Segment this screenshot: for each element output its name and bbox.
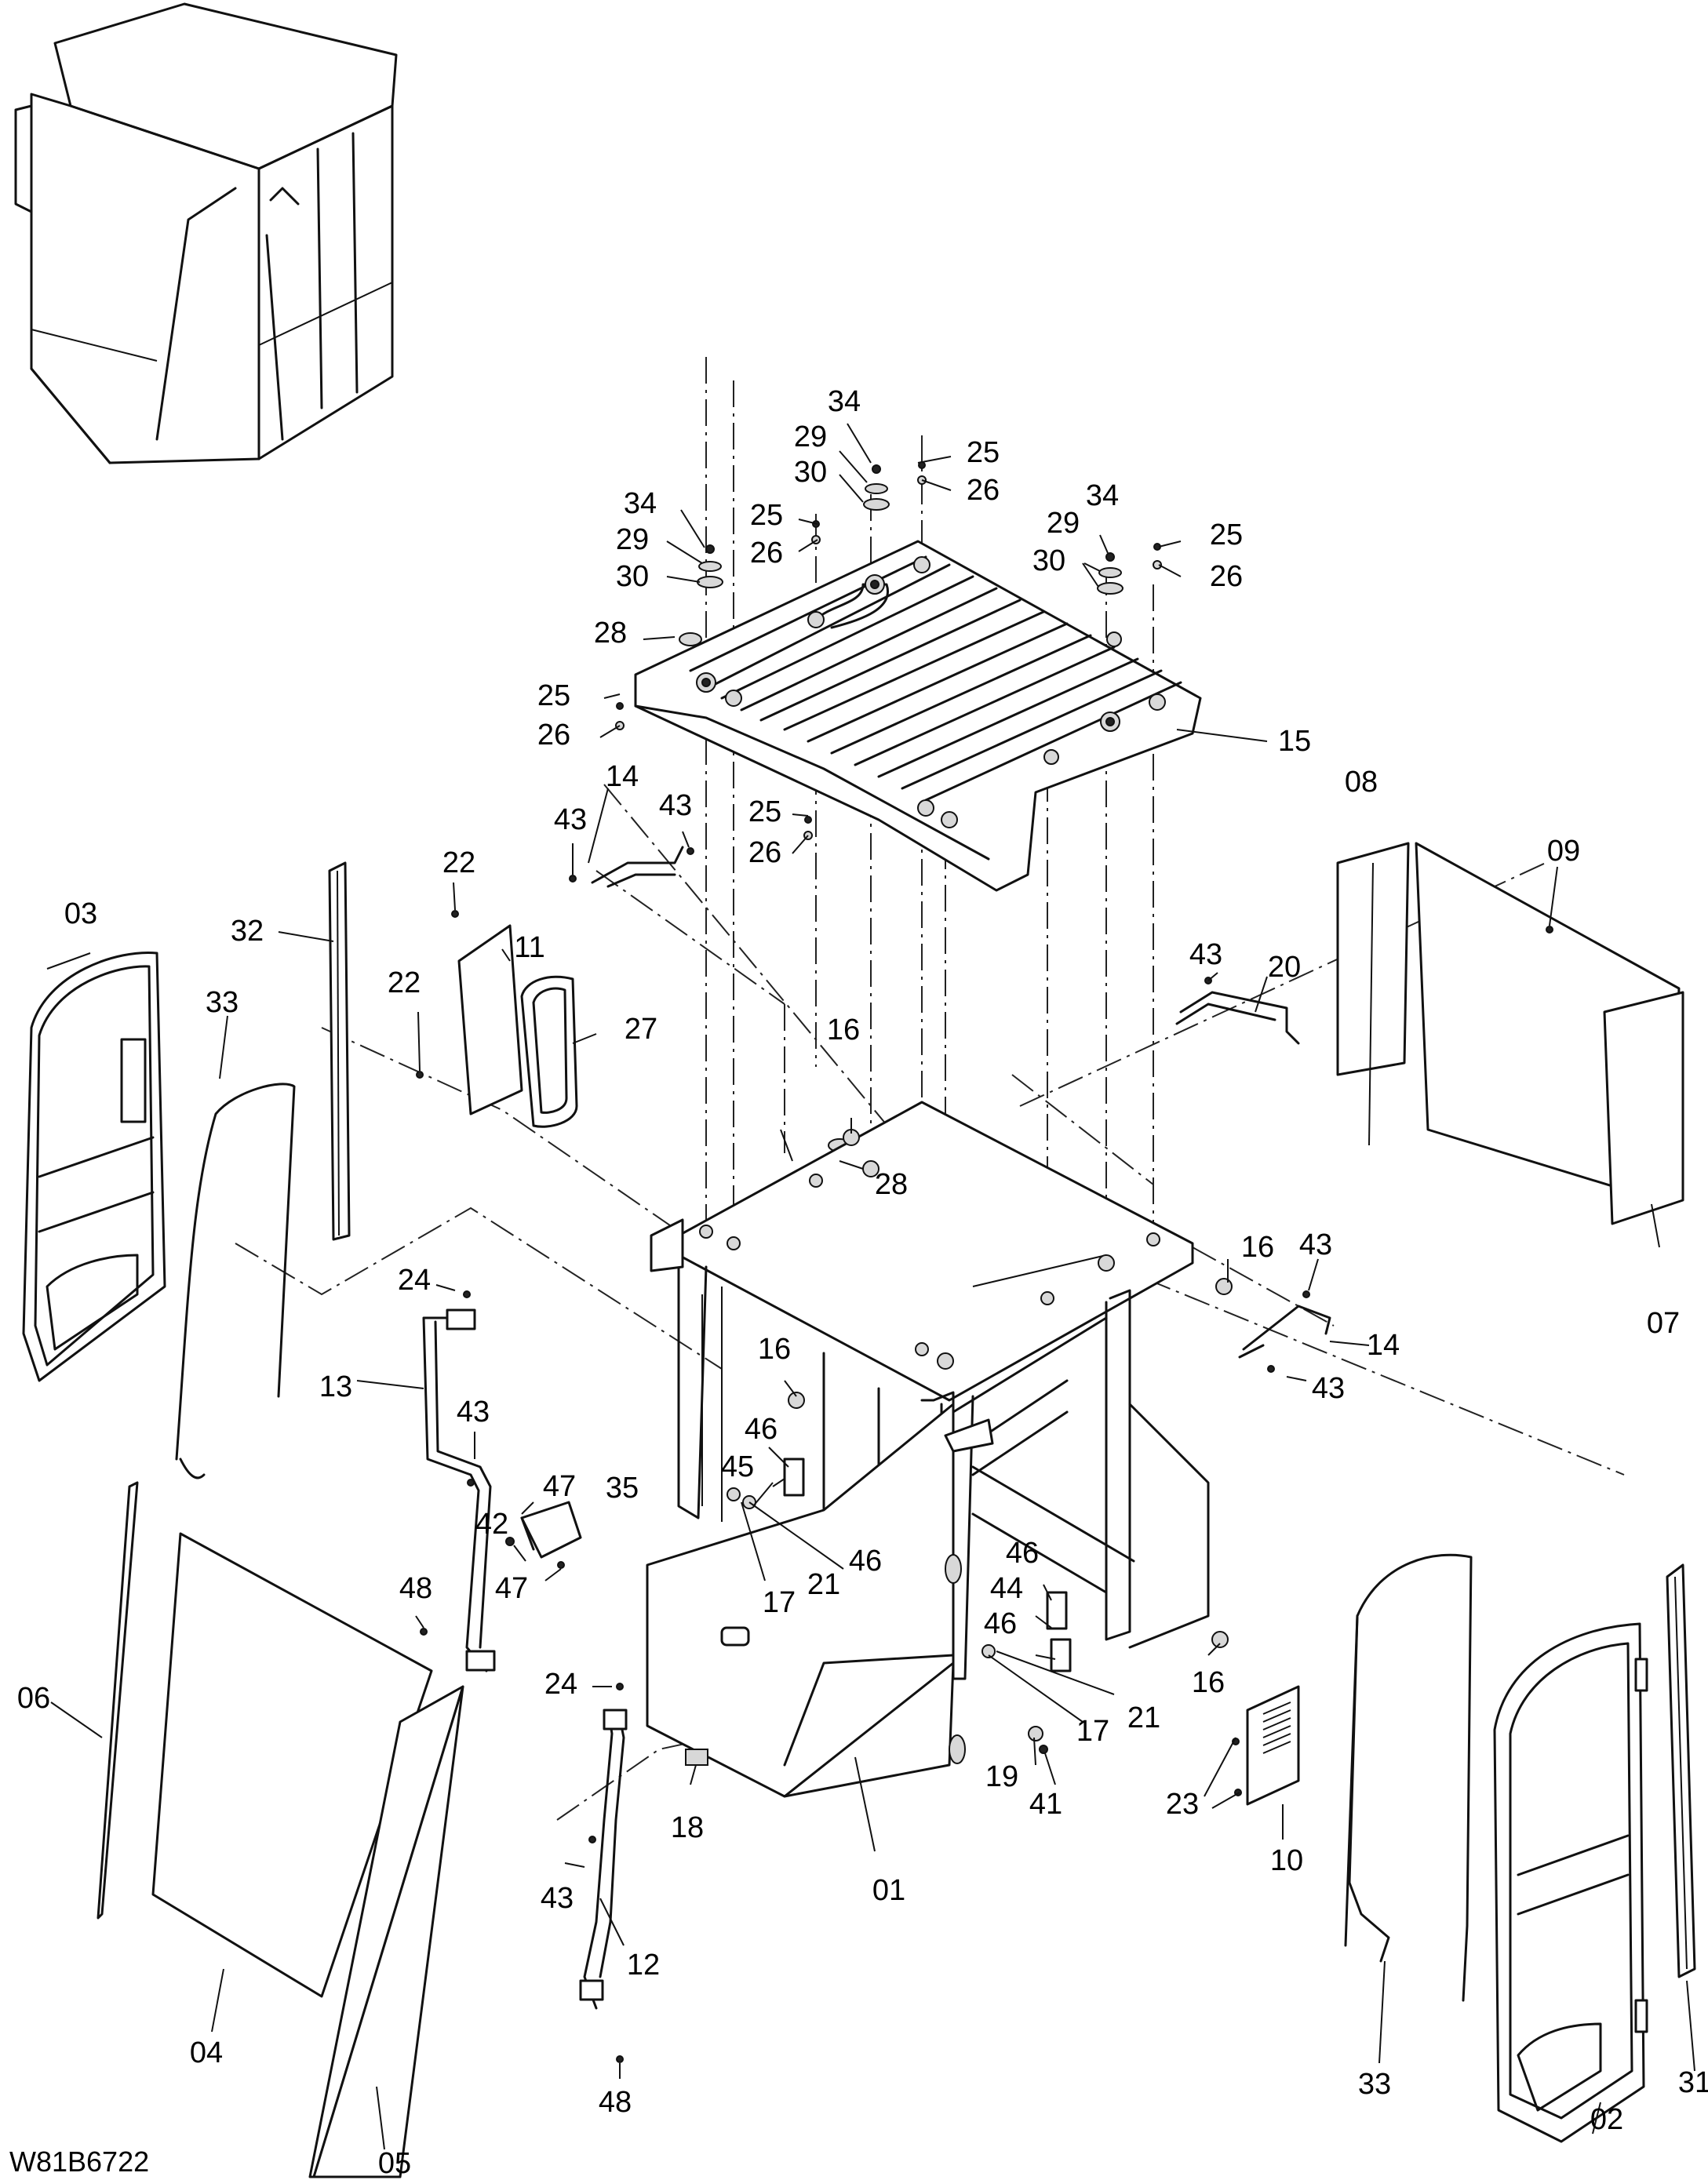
callout-06: 06 xyxy=(16,1682,51,1715)
callout-43: 43 xyxy=(658,789,693,822)
roof-panel xyxy=(634,540,1202,892)
callout-35: 35 xyxy=(605,1472,639,1505)
callout-46: 46 xyxy=(1005,1537,1040,1570)
small-window xyxy=(416,910,578,1128)
callout-26: 26 xyxy=(966,474,1000,507)
leader-lines xyxy=(46,423,1695,2150)
callout-13: 13 xyxy=(319,1370,353,1403)
callout-18: 18 xyxy=(670,1811,705,1844)
callout-31: 31 xyxy=(1677,2066,1708,2099)
callout-21: 21 xyxy=(1127,1701,1161,1734)
callout-25: 25 xyxy=(749,499,784,532)
callout-27: 27 xyxy=(624,1013,658,1046)
callout-47: 47 xyxy=(494,1572,529,1605)
callout-43: 43 xyxy=(540,1882,574,1915)
callout-19: 19 xyxy=(985,1760,1019,1793)
callout-17: 17 xyxy=(1076,1715,1110,1748)
callout-26: 26 xyxy=(537,719,571,752)
callout-16: 16 xyxy=(757,1333,792,1366)
callout-25: 25 xyxy=(966,436,1000,469)
callout-43: 43 xyxy=(456,1396,490,1428)
callout-48: 48 xyxy=(399,1572,433,1605)
callout-26: 26 xyxy=(749,537,784,570)
callout-34: 34 xyxy=(1085,479,1120,512)
callout-26: 26 xyxy=(1209,560,1244,593)
callout-30: 30 xyxy=(615,560,650,593)
callout-44: 44 xyxy=(989,1572,1024,1605)
handrails xyxy=(569,846,1331,1373)
callout-25: 25 xyxy=(1209,519,1244,551)
callout-26: 26 xyxy=(748,836,782,869)
callout-16: 16 xyxy=(826,1014,861,1046)
callout-43: 43 xyxy=(1189,938,1223,971)
callout-46: 46 xyxy=(848,1545,883,1578)
callout-05: 05 xyxy=(377,2147,412,2180)
callout-43: 43 xyxy=(1311,1372,1346,1405)
callout-34: 34 xyxy=(623,487,657,520)
callout-29: 29 xyxy=(615,523,650,556)
callout-28: 28 xyxy=(593,617,628,650)
callout-28: 28 xyxy=(874,1168,909,1201)
callout-02: 02 xyxy=(1590,2103,1624,2136)
callout-20: 20 xyxy=(1267,951,1302,984)
callout-03: 03 xyxy=(64,897,98,930)
callout-34: 34 xyxy=(827,385,861,418)
callout-43: 43 xyxy=(1298,1228,1333,1261)
callout-21: 21 xyxy=(807,1568,841,1601)
box-35 xyxy=(505,1501,582,1569)
callout-09: 09 xyxy=(1546,835,1581,868)
callout-42: 42 xyxy=(475,1508,509,1541)
callout-25: 25 xyxy=(537,679,571,712)
callout-12: 12 xyxy=(626,1949,661,1982)
callout-04: 04 xyxy=(189,2036,224,2069)
callout-45: 45 xyxy=(720,1450,755,1483)
callout-07: 07 xyxy=(1646,1307,1681,1340)
callout-47: 47 xyxy=(542,1470,577,1503)
callout-29: 29 xyxy=(793,420,828,453)
strip-32 xyxy=(328,861,351,1241)
callout-48: 48 xyxy=(598,2086,632,2119)
callout-23: 23 xyxy=(1165,1788,1200,1821)
cab-frame xyxy=(646,1101,1210,1798)
callout-14: 14 xyxy=(1366,1329,1400,1362)
callout-24: 24 xyxy=(397,1264,432,1297)
glass-panels-left xyxy=(97,1481,464,2178)
callout-15: 15 xyxy=(1277,725,1312,758)
callout-24: 24 xyxy=(544,1668,578,1701)
callout-46: 46 xyxy=(744,1413,778,1446)
callout-43: 43 xyxy=(553,803,588,836)
callout-41: 41 xyxy=(1029,1788,1063,1821)
callout-17: 17 xyxy=(762,1586,796,1619)
callout-33: 33 xyxy=(205,986,239,1019)
callout-16: 16 xyxy=(1240,1231,1275,1264)
drawing-code: W81B6722 xyxy=(9,2145,150,2178)
cab-overview-inset xyxy=(14,2,398,464)
braces xyxy=(420,1290,628,2063)
grille-10 xyxy=(1232,1685,1300,1806)
door-right xyxy=(1344,1553,1696,2143)
callout-22: 22 xyxy=(387,966,421,999)
callout-14: 14 xyxy=(605,760,639,793)
door-left xyxy=(22,951,296,1479)
callout-10: 10 xyxy=(1269,1844,1304,1877)
roof-fasteners xyxy=(615,461,1162,1152)
callout-01: 01 xyxy=(872,1874,906,1907)
callout-30: 30 xyxy=(793,456,828,489)
callout-16: 16 xyxy=(1191,1666,1225,1699)
callout-29: 29 xyxy=(1046,507,1080,540)
callout-11: 11 xyxy=(514,931,545,964)
callout-46: 46 xyxy=(983,1607,1018,1640)
callout-22: 22 xyxy=(442,846,476,879)
side-panels-right xyxy=(1336,842,1684,1225)
callout-32: 32 xyxy=(230,915,264,948)
callout-30: 30 xyxy=(1032,544,1066,577)
callout-25: 25 xyxy=(748,795,782,828)
callout-33: 33 xyxy=(1357,2068,1392,2101)
callout-08: 08 xyxy=(1344,766,1378,799)
